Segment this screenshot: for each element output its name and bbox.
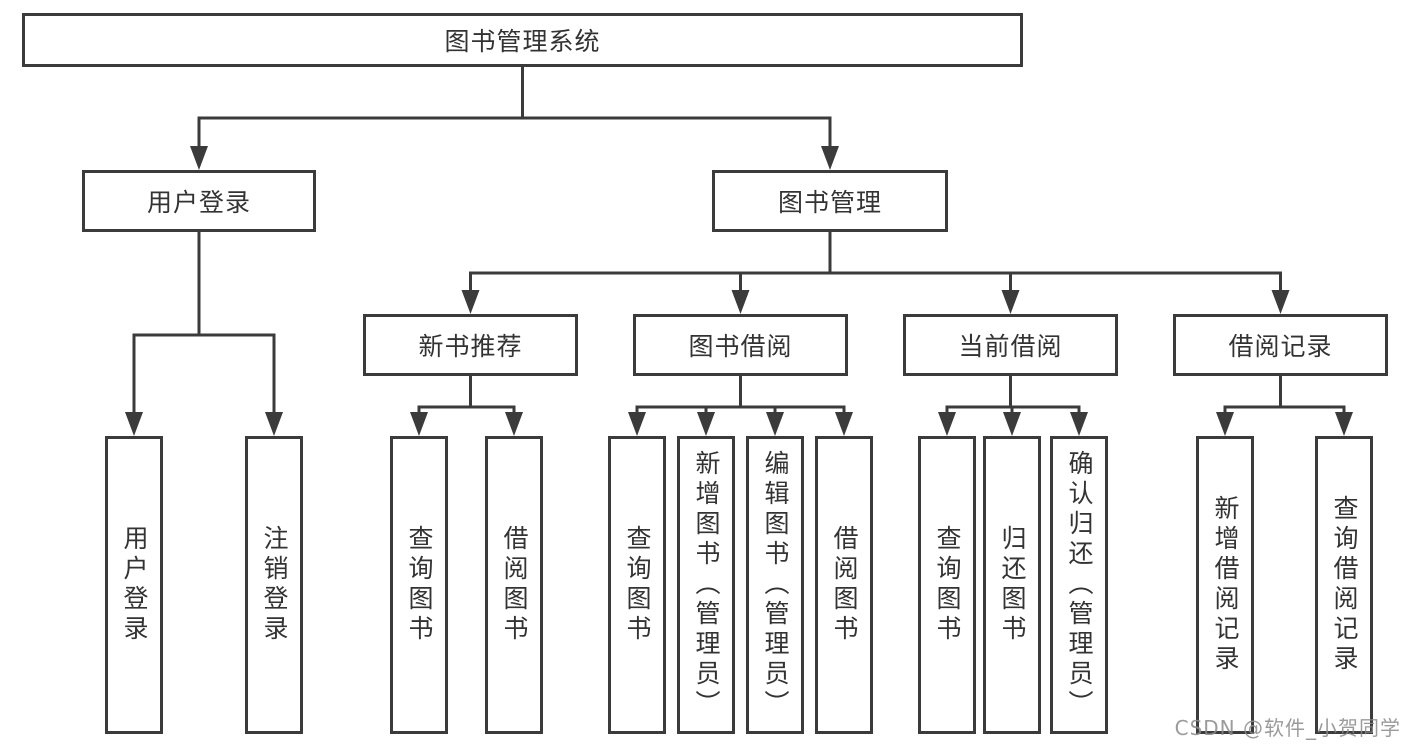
edge-user-login-to-leaves: [125, 232, 283, 436]
edge-book-mgmt-to-level3: [461, 232, 1290, 314]
node-user-login: 用户登录: [82, 170, 316, 232]
leaf-query-books-3: 查询图书: [918, 436, 976, 734]
node-current-borrow: 当前借阅: [903, 314, 1118, 376]
node-borrow-records: 借阅记录: [1173, 314, 1388, 376]
leaf-borrow-books-2: 借阅图书: [815, 436, 873, 734]
edge-root-to-level2: [190, 67, 839, 170]
leaf-borrow-books-1: 借阅图书: [485, 436, 543, 734]
edge-current-borrow-to-leaves: [938, 376, 1088, 436]
watermark: CSDN @软件_小贺同学: [1174, 716, 1401, 740]
leaf-query-borrow-record: 查询借阅记录: [1315, 436, 1373, 734]
leaf-return-books: 归还图书: [983, 436, 1041, 734]
leaf-add-books-admin: 新增图书（管理员）: [677, 436, 735, 734]
leaf-logout: 注销登录: [245, 436, 303, 734]
node-book-management: 图书管理: [712, 170, 948, 232]
edge-book-borrow-to-leaves: [628, 376, 853, 436]
node-book-borrow: 图书借阅: [633, 314, 848, 376]
leaf-confirm-return-admin: 确认归还（管理员）: [1050, 436, 1108, 734]
leaf-add-borrow-record: 新增借阅记录: [1196, 436, 1254, 734]
leaf-edit-books-admin: 编辑图书（管理员）: [746, 436, 804, 734]
node-root: 图书管理系统: [22, 13, 1023, 67]
edge-new-book-rec-to-leaves: [410, 376, 523, 436]
leaf-query-books-1: 查询图书: [390, 436, 448, 734]
leaf-query-books-2: 查询图书: [608, 436, 666, 734]
node-new-book-recommend: 新书推荐: [363, 314, 578, 376]
leaf-user-login: 用户登录: [105, 436, 163, 734]
edge-borrow-records-to-leaves: [1216, 376, 1353, 436]
